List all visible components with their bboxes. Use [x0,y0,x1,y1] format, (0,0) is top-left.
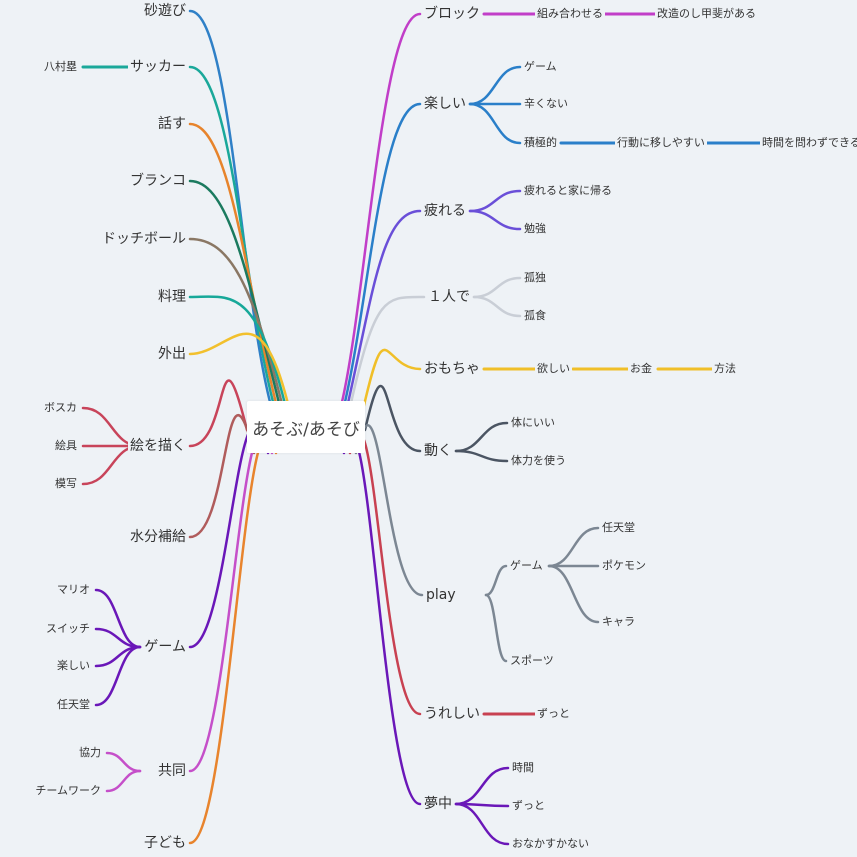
subtopic-node[interactable]: 八村塁 [42,58,79,76]
branch-line [188,430,274,773]
branch-line [188,414,256,539]
branch-line [188,379,249,448]
topic-node[interactable]: 砂遊び [142,2,188,20]
sub-branch-line [454,449,509,463]
subtopic-node[interactable]: キャラ [600,613,637,631]
subtopic-node[interactable]: 方法 [712,360,738,378]
topic-node[interactable]: 楽しい [422,95,468,113]
branch-line [354,424,424,597]
subtopic-node[interactable]: ずっと [535,705,572,723]
subtopic-node[interactable]: 任天堂 [600,519,637,537]
sub-branch-line [547,526,600,568]
branch-line [188,65,275,404]
subtopic-node[interactable]: 絵具 [53,437,79,455]
subtopic-node[interactable]: おなかすかない [510,835,591,853]
branch-line [349,295,426,405]
sub-branch-line [468,189,522,213]
subtopic-node[interactable]: ゲーム [508,557,545,575]
topic-node[interactable]: 水分補給 [128,528,188,546]
subtopic-node[interactable]: 体にいい [509,414,557,432]
branch-line [343,102,422,404]
subtopic-node[interactable]: 楽しい [55,657,92,675]
branch-line [188,237,284,406]
subtopic-node[interactable]: チームワーク [33,782,103,800]
subtopic-node[interactable]: スポーツ [508,652,556,670]
subtopic-node[interactable]: 孤食 [522,307,548,325]
subtopic-node[interactable]: 辛くない [522,95,570,113]
central-topic[interactable]: あそぶ/あそび [247,401,365,453]
subtopic-node[interactable]: マリオ [55,581,92,599]
sub-branch-line [468,102,522,145]
topic-node[interactable]: 共同 [156,762,188,780]
subtopic-node[interactable]: 時間 [510,759,536,777]
branch-line [340,12,422,404]
sub-branch-line [94,588,142,649]
sub-branch-line [472,276,522,299]
subtopic-node[interactable]: 時間を問わずできる [760,134,857,152]
branch-line [188,9,272,404]
sub-branch-line [547,564,600,624]
branch-line [363,384,422,453]
branch-line [342,435,422,806]
subtopic-node[interactable]: 模写 [53,475,79,493]
topic-node[interactable]: ゲーム [142,638,188,656]
sub-branch-line [105,751,142,773]
sub-branch-line [484,593,508,663]
subtopic-node[interactable]: 欲しい [535,360,572,378]
sub-branch-line [484,564,508,597]
subtopic-node[interactable]: 孤独 [522,269,548,287]
topic-node[interactable]: 絵を描く [128,437,188,455]
branch-line [188,179,281,405]
subtopic-node[interactable]: ボスカ [42,399,79,417]
subtopic-node[interactable]: ずっと [510,797,547,815]
topic-node[interactable]: おもちゃ [422,360,482,378]
branch-line [348,431,422,716]
sub-branch-line [94,645,142,707]
topic-node[interactable]: １人で [426,288,472,306]
branch-line [360,348,422,416]
sub-branch-line [472,295,522,318]
subtopic-node[interactable]: ゲーム [522,58,559,76]
topic-node[interactable]: play [424,586,458,604]
subtopic-node[interactable]: ポケモン [600,557,648,575]
topic-node[interactable]: うれしい [422,705,482,723]
branch-line [188,122,278,405]
subtopic-node[interactable]: 任天堂 [55,696,92,714]
sub-branch-line [468,209,522,231]
subtopic-node[interactable]: スイッチ [44,620,92,638]
branch-line [188,332,290,406]
subtopic-node[interactable]: 疲れると家に帰る [522,182,614,200]
subtopic-node[interactable]: 勉強 [522,220,548,238]
subtopic-node[interactable]: 改造のし甲斐がある [655,5,758,23]
subtopic-node[interactable]: 体力を使う [509,452,568,470]
topic-node[interactable]: 動く [422,442,454,460]
sub-branch-line [454,802,510,846]
subtopic-node[interactable]: 積極的 [522,134,559,152]
branch-line [188,433,278,845]
topic-node[interactable]: 料理 [156,288,188,306]
topic-node[interactable]: 外出 [156,345,188,363]
topic-node[interactable]: 夢中 [422,795,454,813]
subtopic-node[interactable]: 組み合わせる [535,5,605,23]
topic-node[interactable]: ブロック [422,5,482,23]
topic-node[interactable]: 話す [156,115,188,133]
sub-branch-line [454,421,509,453]
topic-node[interactable]: ドッチボール [100,230,188,248]
topic-node[interactable]: サッカー [128,58,188,76]
subtopic-node[interactable]: 協力 [77,744,103,762]
branch-line [188,295,287,406]
subtopic-node[interactable]: 行動に移しやすい [615,134,707,152]
topic-node[interactable]: 疲れる [422,202,468,220]
sub-branch-line [468,65,522,106]
branch-line [346,209,422,405]
sub-branch-line [105,769,142,793]
sub-branch-line [454,766,510,806]
subtopic-node[interactable]: お金 [628,360,654,378]
topic-node[interactable]: ブランコ [128,172,188,190]
topic-node[interactable]: 子ども [142,834,188,852]
